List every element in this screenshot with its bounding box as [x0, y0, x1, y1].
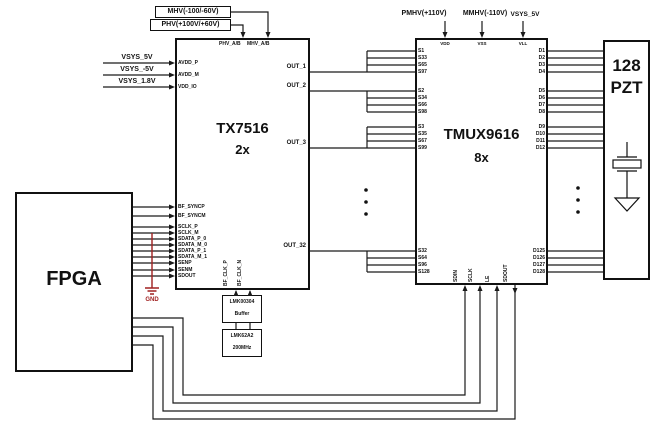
- mux-pin-d128: D128: [533, 269, 545, 275]
- vsys-supply-label: VSYS_5V: [510, 11, 540, 18]
- tx-pin-sdout: SDOUT: [178, 273, 196, 279]
- osc-part-label: LMK62A2: [230, 333, 254, 339]
- mux-pin-d8: D8: [538, 109, 545, 115]
- tx-pin-sdata-m0: SDATA_M_0: [178, 242, 207, 248]
- mux-pin-s3: S3: [418, 124, 425, 130]
- tx-pin-out3: OUT_3: [286, 140, 306, 146]
- mux-pin-sclk: SCLK: [468, 268, 474, 282]
- tx-pin-senp: SENP: [178, 260, 192, 266]
- tx-pin-phv: PHV_A/B: [219, 41, 241, 47]
- tx-pin-sdata-p0: SDATA_P_0: [178, 236, 207, 242]
- mux-pin-s35: S35: [418, 131, 427, 137]
- tx-pin-sclk-p: SCLK_P: [178, 224, 198, 230]
- tx-pin-bf-clk-p: BF_CLK_P: [223, 260, 229, 286]
- mux-pin-d10: D10: [535, 131, 545, 137]
- mux-pin-s99: S99: [418, 145, 427, 151]
- mux-pin-d6: D6: [538, 95, 545, 101]
- mux-pin-s128: S128: [418, 269, 430, 275]
- mux-pin-d12: D12: [535, 145, 545, 151]
- pmhv-supply-label: PMHV(+110V): [401, 10, 447, 17]
- mux-pin-sdout: SDOUT: [503, 264, 509, 283]
- tx-pin-senm: SENM: [178, 267, 193, 273]
- mux-pin-s32: S32: [418, 248, 427, 254]
- mux-pin-s34: S34: [418, 95, 427, 101]
- mux-pin-vll: VLL: [518, 41, 528, 46]
- mhv-supply-box: MHV(-100/-60V): [155, 6, 231, 18]
- pzt-block: [603, 40, 650, 280]
- mux-name: TMUX9616: [443, 126, 520, 143]
- tx-pin-out32: OUT_32: [283, 243, 306, 249]
- fpga-label: FPGA: [46, 268, 102, 290]
- mux-pin-s64: S64: [418, 255, 427, 261]
- mux-pin-s98: S98: [418, 109, 427, 115]
- gnd-symbol: [145, 233, 159, 295]
- tx-pin-mhv: MHV_A/B: [247, 41, 270, 47]
- tx-pin-avdd-m: AVDD_M: [178, 72, 199, 78]
- mux-pin-s33: S33: [418, 55, 427, 61]
- mhv-supply-label: MHV(-100/-60V): [167, 8, 219, 15]
- tx-name: TX7516: [216, 120, 269, 137]
- mux-pin-le: LE: [485, 275, 491, 282]
- mux-pin-s66: S66: [418, 102, 427, 108]
- rail-vsysm5v-label: VSYS_-5V: [120, 66, 154, 73]
- mux-pin-vdd: VDD: [440, 41, 450, 46]
- mux-pin-s2: S2: [418, 88, 425, 94]
- rail-vsys5v-label: VSYS_5V: [121, 54, 153, 61]
- mux-pin-s65: S65: [418, 62, 427, 68]
- mux-pin-d9: D9: [538, 124, 545, 130]
- mux-pin-vss: VSS: [477, 41, 487, 46]
- rail-vsys18v-label: VSYS_1.8V: [118, 78, 156, 85]
- tx-pin-bf-syncm: BF_SYNCM: [178, 213, 206, 219]
- buffer-role-label: Buffer: [234, 311, 250, 317]
- mux-pin-d11: D11: [536, 138, 545, 144]
- tx-pin-bf-syncp: BF_SYNCP: [178, 204, 205, 210]
- mmhv-supply-label: MMHV(-110V): [462, 10, 508, 17]
- tx-pin-sclk-m: SCLK_M: [178, 230, 199, 236]
- fpga-block: [15, 192, 133, 372]
- mux-pin-s1: S1: [418, 48, 425, 54]
- mux-pin-d3: D3: [538, 62, 545, 68]
- phv-supply-box: PHV(+100V/+60V): [150, 19, 231, 31]
- mux-pin-d5: D5: [538, 88, 545, 94]
- tx-pin-sdata-p1: SDATA_P_1: [178, 248, 207, 254]
- mux-pin-d7: D7: [538, 102, 545, 108]
- mux-pin-d125: D125: [533, 248, 545, 254]
- tx-count: 2x: [235, 142, 250, 157]
- mux-pin-s67: S67: [418, 138, 427, 144]
- phv-supply-label: PHV(+100V/+60V): [161, 21, 220, 28]
- mux-pin-s97: S97: [418, 69, 427, 75]
- tx-pin-out2: OUT_2: [286, 83, 306, 89]
- mux-pin-sdin: SDIN: [453, 270, 459, 282]
- mux-pin-d126: D126: [533, 255, 545, 261]
- tx-pin-out1: OUT_1: [286, 64, 306, 70]
- mux-pin-d4: D4: [538, 69, 545, 75]
- tmux9616-block: [415, 38, 548, 285]
- mux-pin-s96: S96: [418, 262, 427, 268]
- buffer-part-label: LMK00304: [229, 299, 255, 305]
- pzt-count: 128: [612, 56, 641, 75]
- mux-count: 8x: [474, 150, 489, 165]
- mux-pin-d2: D2: [538, 55, 545, 61]
- gnd-label: GND: [145, 297, 159, 303]
- tx7516-block: [175, 38, 310, 290]
- osc-freq-label: 200MHz: [232, 345, 252, 351]
- tx-pin-avdd-p: AVDD_P: [178, 60, 198, 66]
- mux-pin-d1: D1: [538, 48, 545, 54]
- tx-pin-bf-clk-n: BF_CLK_N: [237, 259, 243, 286]
- tx-pin-vdd-io: VDD_IO: [178, 84, 197, 90]
- pzt-label: PZT: [610, 78, 643, 97]
- tx-pin-sdata-m1: SDATA_M_1: [178, 254, 207, 260]
- mux-pin-d127: D127: [533, 262, 545, 268]
